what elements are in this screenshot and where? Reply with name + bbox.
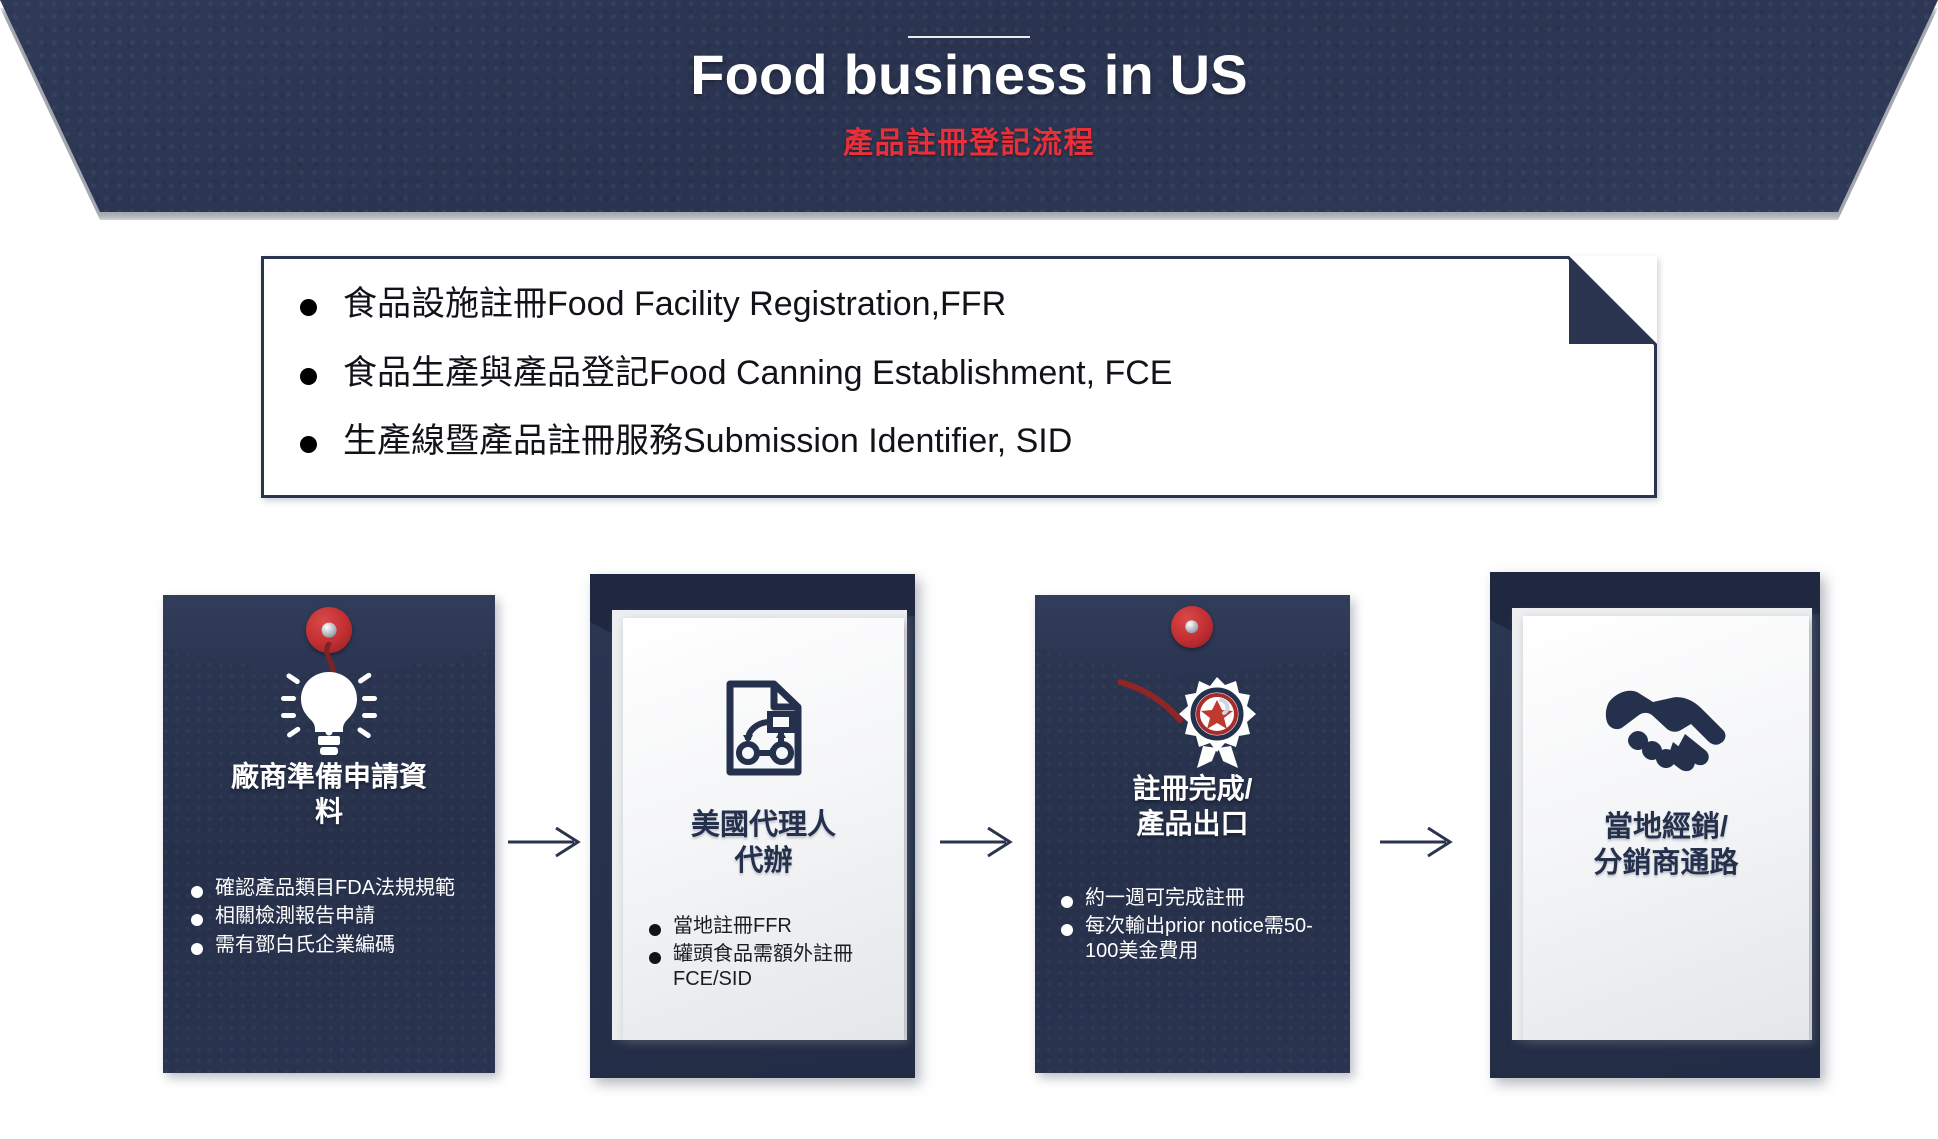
process-flow-diagram: 廠商準備申請資 料 確認產品類目FDA法規規範 相關檢測報告申請 需有鄧白氏企業…: [0, 560, 1938, 1100]
flow-step-1-title: 廠商準備申請資 料: [169, 760, 489, 829]
bullet-text: 每次輸出prior notice需50-100美金費用: [1085, 915, 1313, 962]
list-item: 罐頭食品需額外註冊FCE/SID: [649, 942, 892, 991]
bullet-dot-icon: [300, 367, 317, 385]
bullet-text: 罐頭食品需額外註冊FCE/SID: [673, 943, 853, 990]
flow-step-3-bullets: 約一週可完成註冊 每次輸出prior notice需50-100美金費用: [1061, 886, 1340, 967]
list-item: 每次輸出prior notice需50-100美金費用: [1061, 914, 1340, 963]
bullet-dot-icon: [1061, 924, 1073, 937]
bullet-text: 當地註冊FFR: [673, 915, 792, 937]
bullet-dot-icon: [191, 914, 203, 927]
bullet-dot-icon: [300, 299, 317, 316]
list-item: 食品設施註冊Food Facility Registration,FFR: [300, 283, 1634, 326]
header-banner: Food business in US 產品註冊登記流程: [0, 0, 1938, 230]
title-line: 料: [314, 795, 343, 827]
award-ribbon-icon: [1035, 660, 1350, 768]
flow-step-2-bullets: 當地註冊FFR 罐頭食品需額外註冊FCE/SID: [649, 914, 892, 995]
title-line: 註冊完成/: [1132, 773, 1253, 804]
list-item: 約一週可完成註冊: [1061, 886, 1340, 910]
bullet-dot-icon: [300, 436, 317, 453]
flow-arrow-1: [508, 822, 582, 862]
bullet-dot-icon: [649, 924, 661, 936]
bullet-dot-icon: [1061, 896, 1073, 908]
list-item: 生產線暨產品註冊服務Submission Identifier, SID: [300, 420, 1634, 463]
flow-step-3: 註冊完成/ 產品出口 約一週可完成註冊 每次輸出prior notice需50-…: [1035, 560, 1350, 1080]
title-line: 當地經銷/: [1603, 811, 1729, 843]
flow-step-2-title: 美國代理人 代辦: [629, 808, 898, 880]
callout-bullet-text: 生產線暨產品註冊服務Submission Identifier, SID: [343, 422, 1073, 460]
callout-bullet-list: 食品設施註冊Food Facility Registration,FFR 食品生…: [300, 283, 1634, 489]
flow-step-4: 當地經銷/ 分銷商通路: [1490, 572, 1820, 1078]
flow-step-2: 美國代理人 代辦 當地註冊FFR 罐頭食品需額外註冊FCE/SID: [590, 574, 915, 1078]
list-item: 當地註冊FFR: [649, 914, 892, 938]
title-line: 分銷商通路: [1593, 846, 1739, 879]
callout-bullet-text: 食品設施註冊Food Facility Registration,FFR: [343, 285, 1007, 323]
flow-step-1-bullets: 確認產品類目FDA法規規範 相關檢測報告申請 需有鄧白氏企業編碼: [191, 876, 481, 961]
title-line: 代辦: [734, 844, 793, 877]
flow-step-3-title: 註冊完成/ 產品出口: [1041, 772, 1344, 841]
bullet-text: 確認產品類目FDA法規規範: [215, 877, 455, 899]
bullet-dot-icon: [191, 942, 203, 955]
bullet-text: 需有鄧白氏企業編碼: [215, 933, 395, 956]
title-line: 廠商準備申請資: [230, 761, 427, 792]
lightbulb-icon: [163, 660, 495, 756]
flow-arrow-3: [1380, 822, 1454, 862]
document-flowchart-icon: [623, 680, 904, 776]
envelope-body: [1035, 595, 1350, 1073]
list-item: 需有鄧白氏企業編碼: [191, 933, 481, 957]
callout-bullet-text: 食品生產與產品登記Food Canning Establishment, FCE: [343, 353, 1173, 392]
handshake-icon: [1523, 678, 1809, 778]
registration-types-callout: 食品設施註冊Food Facility Registration,FFR 食品生…: [261, 256, 1657, 498]
page-subtitle: 產品註冊登記流程: [843, 127, 1095, 160]
title-line: 產品出口: [1136, 807, 1249, 839]
list-item: 食品生產與產品登記Food Canning Establishment, FCE: [300, 352, 1634, 395]
paper-sheet-front: 當地經銷/ 分銷商通路: [1523, 616, 1809, 1040]
title-line: 美國代理人: [690, 809, 836, 841]
flow-arrow-2: [940, 822, 1014, 862]
flow-step-1: 廠商準備申請資 料 確認產品類目FDA法規規範 相關檢測報告申請 需有鄧白氏企業…: [163, 560, 495, 1080]
list-item: 確認產品類目FDA法規規範: [191, 876, 481, 900]
page-title: Food business in US: [690, 43, 1248, 106]
paper-sheet-front: 美國代理人 代辦 當地註冊FFR 罐頭食品需額外註冊FCE/SID: [623, 618, 904, 1040]
banner-shape: [0, 0, 1938, 212]
envelope-clasp-icon: [1171, 606, 1213, 648]
bullet-text: 相關檢測報告申請: [215, 905, 375, 928]
flow-step-4-title: 當地經銷/ 分銷商通路: [1529, 810, 1803, 882]
banner-divider-rule: [908, 36, 1030, 38]
bullet-dot-icon: [191, 886, 203, 898]
list-item: 相關檢測報告申請: [191, 904, 481, 928]
bullet-text: 約一週可完成註冊: [1085, 887, 1245, 909]
bullet-dot-icon: [649, 952, 661, 965]
